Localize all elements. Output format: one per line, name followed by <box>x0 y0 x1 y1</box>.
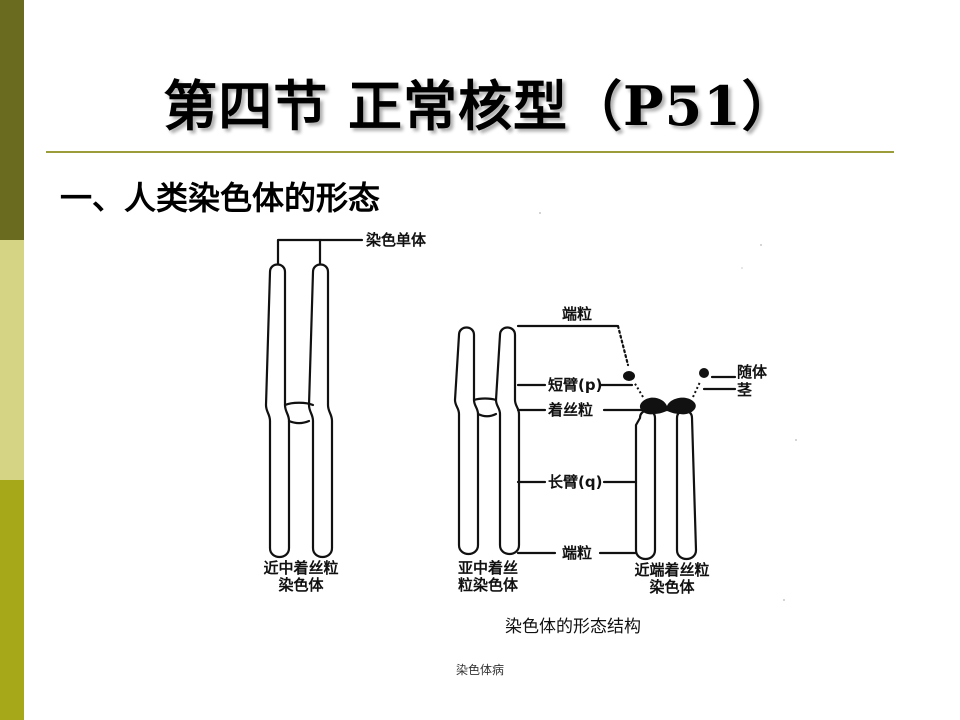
metacentric-chromatid-left <box>264 263 291 559</box>
side-bar-dark <box>0 0 24 240</box>
label-satellite: 随体 <box>737 363 768 381</box>
label-telomere-bottom: 端粒 <box>562 544 593 562</box>
slide-footer: 染色体病 <box>455 663 504 677</box>
label-acrocentric: 近端着丝粒 染色体 <box>634 561 710 596</box>
metacentric-chromatid-right <box>307 263 334 559</box>
label-submetacentric: 亚中着丝 粒染色体 <box>457 559 518 594</box>
label-short-arm: 短臂(p) <box>548 376 603 394</box>
figure-caption: 染色体的形态结构 <box>505 617 641 637</box>
satellite-right <box>699 368 709 378</box>
label-chromatid: 染色单体 <box>366 231 427 249</box>
submetacentric-chromatid-right <box>494 326 521 556</box>
acrocentric-chromatid-left <box>634 409 657 561</box>
acrocentric-chromatid-right <box>675 409 698 561</box>
label-metacentric: 近中着丝粒 染色体 <box>263 559 339 594</box>
label-centromere: 着丝粒 <box>548 401 594 419</box>
submetacentric-chromatid-left <box>453 326 480 556</box>
side-bar-light <box>0 240 24 480</box>
side-bar-olive <box>0 480 24 720</box>
label-telomere-top: 端粒 <box>562 305 593 323</box>
label-stalk: 茎 <box>737 381 753 399</box>
satellite-left <box>623 371 635 381</box>
acrocentric-satellite-region <box>623 368 709 415</box>
slide-title: 第四节 正常核型（P51） <box>163 74 797 138</box>
section-subtitle: 一、人类染色体的形态 <box>60 179 381 217</box>
label-long-arm: 长臂(q) <box>548 473 603 491</box>
title-divider <box>46 151 894 153</box>
